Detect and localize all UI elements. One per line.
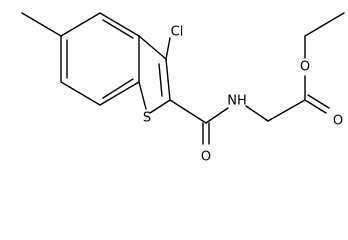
double-bond-inner <box>158 63 163 97</box>
molecule-diagram: Cl S NH O O O <box>21 12 345 165</box>
carbonyl-bond <box>304 99 327 114</box>
bond <box>165 37 171 60</box>
bond <box>165 58 171 101</box>
bond <box>149 99 171 114</box>
bond <box>169 99 207 124</box>
bond <box>60 12 101 37</box>
bond <box>304 12 345 37</box>
double-bond-inner <box>102 78 134 99</box>
bond <box>99 12 140 37</box>
double-bond-inner <box>102 19 134 39</box>
bond <box>205 107 229 124</box>
bond <box>138 81 147 110</box>
amide-nitrogen-label: NH <box>227 94 247 109</box>
bond <box>245 105 269 122</box>
sulfur-label: S <box>143 111 151 126</box>
bond <box>99 81 140 106</box>
methyl-bond <box>21 12 62 37</box>
structure-drawing: Cl S NH O O O <box>21 12 345 165</box>
amide-oxygen-label: O <box>201 150 211 165</box>
ester-oxygen-double-label: O <box>333 114 343 129</box>
bond <box>60 81 101 106</box>
chlorine-label: Cl <box>171 25 184 40</box>
bond <box>138 35 167 60</box>
carbonyl-bond <box>307 94 330 109</box>
bond <box>267 99 306 122</box>
ester-oxygen-single-label: O <box>300 60 310 75</box>
